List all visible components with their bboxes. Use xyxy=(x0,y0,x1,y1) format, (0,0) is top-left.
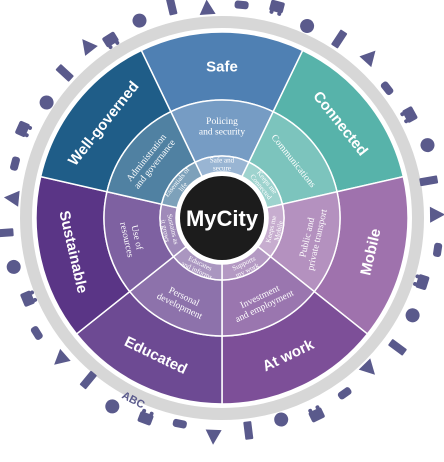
fire-extinguisher-icon xyxy=(269,0,285,16)
flower-icon xyxy=(79,370,97,390)
abacus-icon xyxy=(137,408,154,426)
rim-band xyxy=(20,16,424,420)
center-hub: MyCity xyxy=(176,172,268,264)
cctv-icon xyxy=(199,0,216,16)
hand-icon xyxy=(82,39,98,56)
laptop-icon xyxy=(359,50,376,68)
justice-scales-icon xyxy=(39,95,54,110)
rocket-icon xyxy=(405,308,420,323)
key-icon xyxy=(234,0,249,10)
segments xyxy=(35,31,409,405)
padlock-icon xyxy=(165,0,178,16)
police-car-icon xyxy=(102,31,120,50)
pen-icon xyxy=(105,399,120,414)
parliament-icon xyxy=(10,156,20,171)
tree-icon xyxy=(274,412,289,427)
wifi-mast-icon xyxy=(400,106,418,124)
factory-icon xyxy=(388,339,407,356)
water-drop-icon xyxy=(3,190,20,207)
airplane-icon xyxy=(433,242,443,258)
car-icon xyxy=(429,206,444,223)
satellite-dish-icon xyxy=(300,19,315,33)
recycle-icon xyxy=(0,228,14,238)
light-bulb-icon xyxy=(20,290,38,307)
icon-ring: ABC xyxy=(0,0,444,445)
taxi-icon xyxy=(132,13,147,28)
office-building-icon xyxy=(337,387,352,400)
gavel-icon xyxy=(55,64,74,82)
graduation-cap-icon xyxy=(205,429,222,445)
center-disc xyxy=(180,176,264,260)
book-icon xyxy=(243,421,254,440)
leaf-icon xyxy=(6,259,21,274)
helicopter-icon xyxy=(413,274,430,290)
lamp-icon xyxy=(308,405,325,423)
bicycle-icon xyxy=(419,175,439,187)
segment-safe-title: Safe xyxy=(206,58,238,75)
sun-icon xyxy=(15,120,33,138)
wind-turbine-icon xyxy=(54,348,71,365)
center-title: MyCity xyxy=(186,206,259,231)
mobile-phone-icon xyxy=(380,81,394,96)
globe-icon xyxy=(172,418,187,429)
bus-icon xyxy=(420,138,435,153)
skyscraper-icon xyxy=(358,358,375,375)
phone-icon xyxy=(331,29,348,49)
footprint-icon xyxy=(30,326,43,340)
